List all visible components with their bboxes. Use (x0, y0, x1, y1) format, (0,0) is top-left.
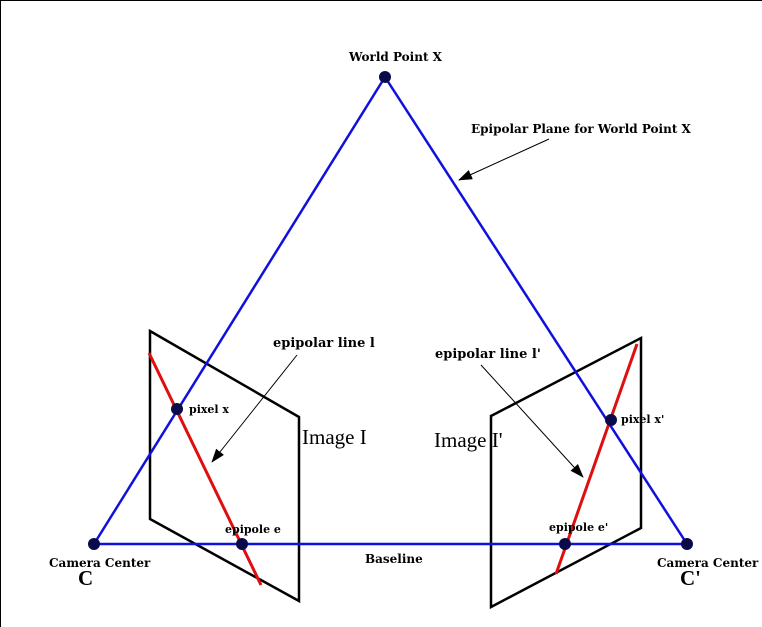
camera-center-right-marker (681, 538, 693, 550)
baseline-label: Baseline (365, 552, 423, 566)
epipole-e-prime-label: epipole e' (549, 521, 608, 534)
ray-left (92, 76, 387, 545)
world-point-label: World Point X (348, 50, 443, 64)
pixel-x-prime-marker (605, 414, 617, 426)
image-right-label: Image I' (434, 428, 503, 452)
pixel-x-label: pixel x (189, 403, 229, 416)
camera-center-left-marker (88, 538, 100, 550)
pixel-x-marker (171, 403, 183, 415)
epipole-e-prime-marker (559, 538, 571, 550)
epipole-e-marker (236, 538, 248, 550)
image-plane-left (148, 328, 301, 604)
arrow-epipolar-line-right (480, 364, 584, 478)
camera-center-left-caption: Camera Center (49, 556, 151, 570)
camera-center-right-caption: Camera Center (657, 556, 759, 570)
arrow-epipolar-plane (458, 138, 550, 181)
camera-center-left-symbol: C (78, 566, 93, 590)
image-left-label: Image I (302, 425, 367, 449)
epipolar-plane-label: Epipolar Plane for World Point X (471, 122, 692, 136)
epipolar-line-right (554, 343, 639, 575)
pixel-x-prime-label: pixel x' (621, 413, 664, 426)
epipolar-line-left-label: epipolar line l (273, 336, 375, 351)
ray-right (383, 76, 689, 545)
epipole-e-label: epipole e (225, 523, 281, 536)
epipolar-line-right-label: epipolar line l' (435, 347, 541, 362)
image-plane-right (489, 335, 643, 610)
arrow-epipolar-line-left (211, 354, 298, 463)
world-point-marker (379, 71, 391, 83)
camera-center-right-symbol: C' (680, 566, 701, 590)
